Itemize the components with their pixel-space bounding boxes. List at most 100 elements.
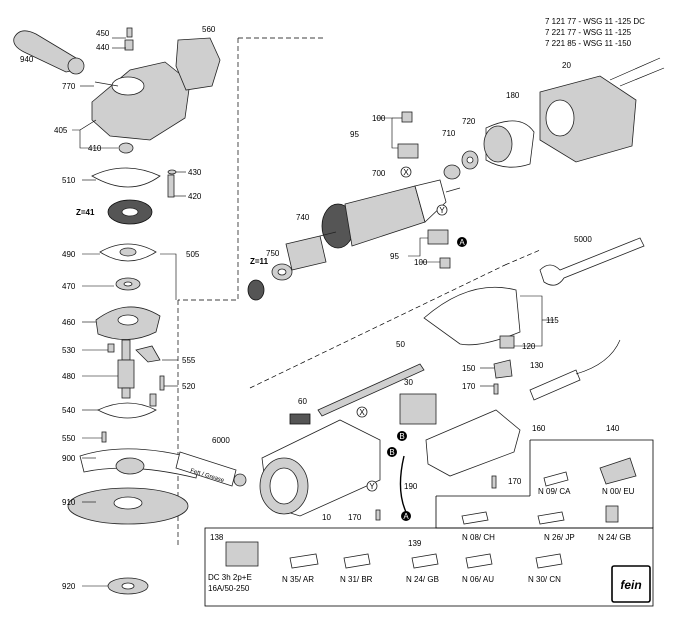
- callout-170-bottom: 170: [348, 513, 362, 522]
- callout-555: 555: [182, 356, 196, 365]
- callout-139: 139: [408, 539, 422, 548]
- gear-z41: Z=41: [76, 208, 95, 217]
- marker-y-bottom: Y: [369, 482, 375, 491]
- pin-and-lever: [107, 343, 161, 363]
- callout-440: 440: [96, 43, 110, 52]
- callout-720: 720: [462, 117, 476, 126]
- handle-cover-160: [425, 409, 521, 477]
- callout-910: 910: [62, 498, 76, 507]
- clip-150: [493, 359, 513, 379]
- plug-n35-ar: N 35/ AR: [282, 575, 314, 584]
- bearing-plate: [175, 37, 221, 91]
- callout-900: 900: [62, 454, 76, 463]
- callout-490: 490: [62, 250, 76, 259]
- model-line-2: 7 221 77 - WSG 11 -125: [545, 28, 632, 37]
- callout-510: 510: [62, 176, 76, 185]
- callout-420: 420: [188, 192, 202, 201]
- switch-knob-60: [289, 413, 311, 425]
- side-handle: [13, 30, 85, 75]
- plug-n26-jp: N 26/ JP: [544, 533, 575, 542]
- callout-410: 410: [88, 144, 102, 153]
- callout-120: 120: [522, 342, 536, 351]
- callout-505: 505: [186, 250, 200, 259]
- grease-tube: Fett / Grease: [175, 451, 247, 487]
- bracket-120: [499, 335, 515, 349]
- plug-n30-cn: N 30/ CN: [528, 575, 561, 584]
- bearing-470: [115, 277, 141, 291]
- model-header: 7 121 77 - WSG 11 -125 DC 7 221 77 - WSG…: [545, 17, 645, 48]
- plug-labels: N 09/ CA N 00/ EU N 08/ CH N 26/ JP N 24…: [208, 487, 635, 593]
- plug-n24-gb-side: N 24/ GB: [598, 533, 631, 542]
- logo-text: fein: [620, 578, 641, 592]
- grinding-wheel: [67, 487, 189, 525]
- callout-940: 940: [20, 55, 34, 64]
- callout-100-top: 100: [372, 114, 386, 123]
- circle-markers: X Y A X B Y A B: [356, 166, 467, 521]
- bearing-750: [271, 263, 293, 281]
- small-parts-410-430: [118, 142, 177, 198]
- callout-95-bottom: 95: [390, 252, 399, 261]
- spring-plate: [99, 243, 157, 262]
- stator-20: [539, 57, 665, 163]
- leader-lines: [72, 37, 554, 587]
- callout-740: 740: [296, 213, 310, 222]
- pinion-gear: [247, 279, 265, 301]
- fan-740: [285, 235, 327, 271]
- callout-5000: 5000: [574, 235, 592, 244]
- plug-box: [204, 439, 654, 607]
- armature: [319, 179, 461, 249]
- callout-50: 50: [396, 340, 405, 349]
- callout-700: 700: [372, 169, 386, 178]
- callout-20: 20: [562, 61, 571, 70]
- marker-y-top: Y: [439, 206, 445, 215]
- marker-a-bottom: A: [403, 512, 409, 521]
- bearing-710: [443, 164, 461, 180]
- switch-30: [399, 393, 437, 425]
- callout-560: 560: [202, 25, 216, 34]
- switch-rod-50: [317, 363, 425, 417]
- callout-460: 460: [62, 318, 76, 327]
- plug-n31-br: N 31/ BR: [340, 575, 373, 584]
- callout-530: 530: [62, 346, 76, 355]
- cable-sleeve-130: [529, 339, 621, 401]
- callout-180: 180: [506, 91, 520, 100]
- plug-n24-gb: N 24/ GB: [406, 575, 439, 584]
- screw-550: [101, 431, 107, 443]
- cable-190: [399, 455, 407, 513]
- bearing-720: [461, 150, 479, 170]
- callout-405: 405: [54, 126, 68, 135]
- callout-430: 430: [188, 168, 202, 177]
- callout-6000: 6000: [212, 436, 230, 445]
- callout-920: 920: [62, 582, 76, 591]
- model-line-3: 7 221 85 - WSG 11 -150: [545, 39, 632, 48]
- plug-n00-eu: N 00/ EU: [602, 487, 635, 496]
- marker-a-top: A: [459, 238, 465, 247]
- clamping-nut: [107, 577, 149, 595]
- gasket: [91, 167, 161, 188]
- dc-plug-line-2: 16A/50-250: [208, 584, 250, 593]
- callout-750: 750: [266, 249, 280, 258]
- gear-housing: [91, 27, 191, 141]
- fein-logo: fein: [611, 565, 651, 603]
- bearing-flange: [95, 306, 161, 340]
- callout-10: 10: [322, 513, 331, 522]
- gear-z11: Z=11: [250, 257, 269, 266]
- callout-190: 190: [404, 482, 418, 491]
- brush-holders: [397, 111, 451, 269]
- plug-n09-ca: N 09/ CA: [538, 487, 571, 496]
- motor-housing: [259, 419, 381, 517]
- callout-115: 115: [546, 316, 559, 325]
- callout-550: 550: [62, 434, 76, 443]
- callout-100-bottom: 100: [414, 258, 428, 267]
- plug-n08-ch: N 08/ CH: [462, 533, 495, 542]
- marker-x-bottom: X: [359, 408, 365, 417]
- callout-numbers: 450 440 560 940 770 405 410 430 510 420 …: [20, 25, 620, 591]
- crown-gear: [107, 199, 153, 225]
- dc-plug-line-1: DC 3h 2p+E: [208, 573, 252, 582]
- callout-95-top: 95: [350, 130, 359, 139]
- spindle: [117, 339, 135, 399]
- cover-115: [423, 286, 521, 346]
- callout-30: 30: [404, 378, 413, 387]
- callout-520: 520: [182, 382, 196, 391]
